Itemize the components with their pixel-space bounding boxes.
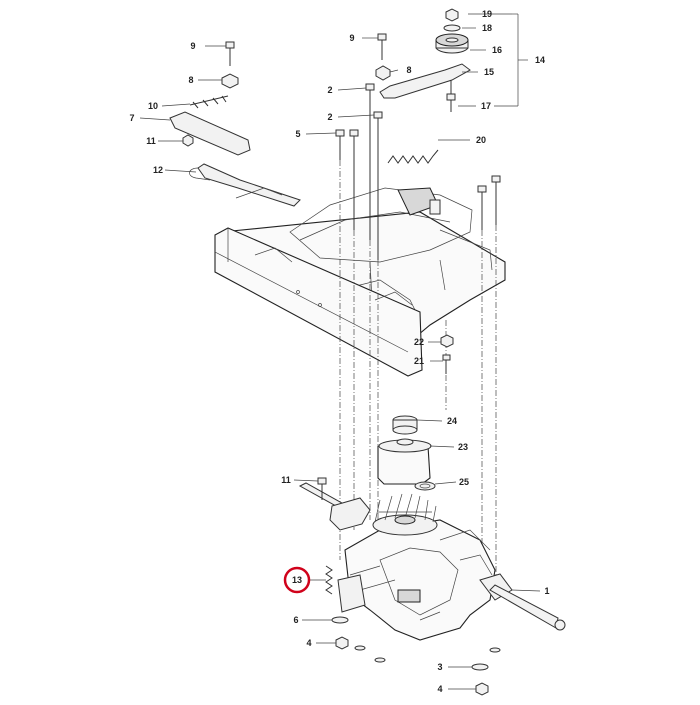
callout-22: 22 — [414, 337, 424, 347]
callout-15: 15 — [484, 67, 494, 77]
callout-1: 1 — [544, 586, 549, 596]
tension-spring — [387, 149, 439, 164]
callout-2-upper: 2 — [327, 85, 332, 95]
callout-24: 24 — [447, 416, 457, 426]
callout-2-lower: 2 — [327, 112, 332, 122]
idler-pulley-assembly — [379, 8, 471, 112]
oil-reservoir-assembly — [377, 415, 436, 491]
callout-16: 16 — [492, 45, 502, 55]
callout-5: 5 — [295, 129, 300, 139]
callout-labels: 9 8 9 8 10 7 11 12 2 2 5 19 18 16 15 17 … — [129, 9, 549, 694]
highlight-circle — [283, 566, 311, 594]
transaxle-assembly — [298, 477, 566, 696]
callout-14: 14 — [535, 55, 545, 65]
bolts-and-hardware — [182, 33, 501, 590]
chassis-frame — [214, 187, 506, 377]
callout-3: 3 — [437, 662, 442, 672]
callout-25: 25 — [459, 477, 469, 487]
callout-12: 12 — [153, 165, 163, 175]
leader-lines — [139, 13, 541, 690]
callout-4-right: 4 — [437, 684, 442, 694]
callout-18: 18 — [482, 23, 492, 33]
callout-17: 17 — [481, 101, 491, 111]
bypass-lever-assembly — [169, 95, 301, 207]
callout-13: 13 — [292, 575, 302, 585]
callout-9-left: 9 — [190, 41, 195, 51]
callout-20: 20 — [476, 135, 486, 145]
callout-4-left: 4 — [306, 638, 311, 648]
callout-10: 10 — [148, 101, 158, 111]
callout-11-upper: 11 — [146, 136, 156, 146]
callout-7: 7 — [129, 113, 134, 123]
callout-19: 19 — [482, 9, 492, 19]
callout-11-lower: 11 — [281, 475, 291, 485]
callout-8-left: 8 — [188, 75, 193, 85]
callout-6: 6 — [293, 615, 298, 625]
callout-9-right: 9 — [349, 33, 354, 43]
callout-21: 21 — [414, 356, 424, 366]
callout-23: 23 — [458, 442, 468, 452]
callout-8-right: 8 — [406, 65, 411, 75]
